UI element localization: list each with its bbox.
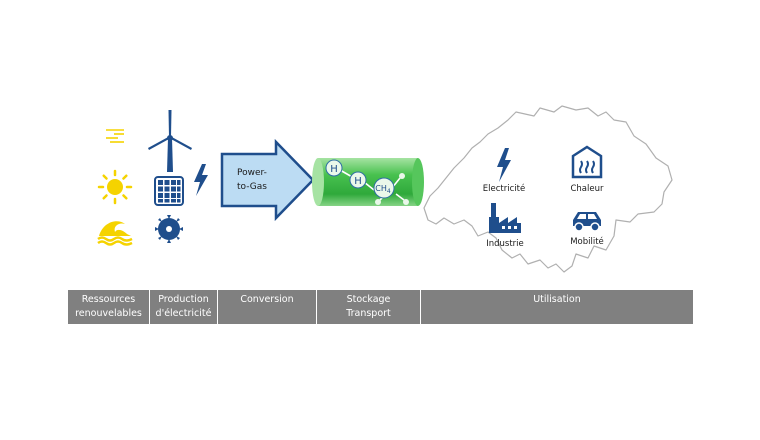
stage-line1: Production — [158, 294, 209, 305]
wind-resource-icon — [106, 129, 124, 143]
power-to-gas-arrow — [220, 138, 315, 222]
car-icon — [573, 212, 601, 232]
factory-icon — [489, 203, 521, 233]
hydro-turbine-icon — [155, 215, 183, 243]
stage-line1: Conversion — [240, 294, 294, 305]
power-to-gas-line1: Power- — [237, 168, 267, 178]
switzerland-map — [423, 105, 673, 273]
stage-ressources: Ressources renouvelables — [68, 290, 150, 324]
heating-icon — [571, 145, 603, 179]
stage-production: Production d'électricité — [150, 290, 218, 324]
wind-turbine-icon — [148, 110, 192, 172]
power-to-gas-label: Power- to-Gas — [237, 166, 267, 194]
power-to-gas-line2: to-Gas — [237, 182, 267, 192]
wave-icon — [97, 221, 133, 246]
lightning-icon — [194, 164, 208, 196]
ch-molecule: CH4 — [375, 184, 391, 195]
stage-line2: d'électricité — [155, 308, 212, 319]
stage-conversion: Conversion — [218, 290, 317, 324]
use-label-industrie: Industrie — [486, 239, 524, 249]
h-atom-1: H — [330, 164, 338, 175]
stage-line2: renouvelables — [75, 308, 142, 319]
ch-label: CH — [375, 184, 387, 193]
use-label-mobilite: Mobilité — [570, 237, 604, 247]
stage-utilisation: Utilisation — [421, 290, 693, 324]
stage-line1: Stockage — [346, 294, 391, 305]
lightning-icon — [497, 148, 511, 182]
ch-subscript: 4 — [387, 188, 391, 195]
sun-icon — [97, 169, 133, 205]
stages-bar: Ressources renouvelables Production d'élec… — [68, 290, 693, 324]
gas-storage-tank: H H CH4 — [312, 158, 424, 206]
stage-line2: Transport — [346, 308, 391, 319]
stage-line1: Utilisation — [533, 294, 581, 305]
use-label-electricite: Electricité — [482, 184, 526, 194]
h-atom-2: H — [354, 176, 362, 187]
use-label-chaleur: Chaleur — [570, 184, 604, 194]
solar-panel-icon — [154, 176, 184, 206]
stage-line1: Ressources — [81, 294, 136, 305]
